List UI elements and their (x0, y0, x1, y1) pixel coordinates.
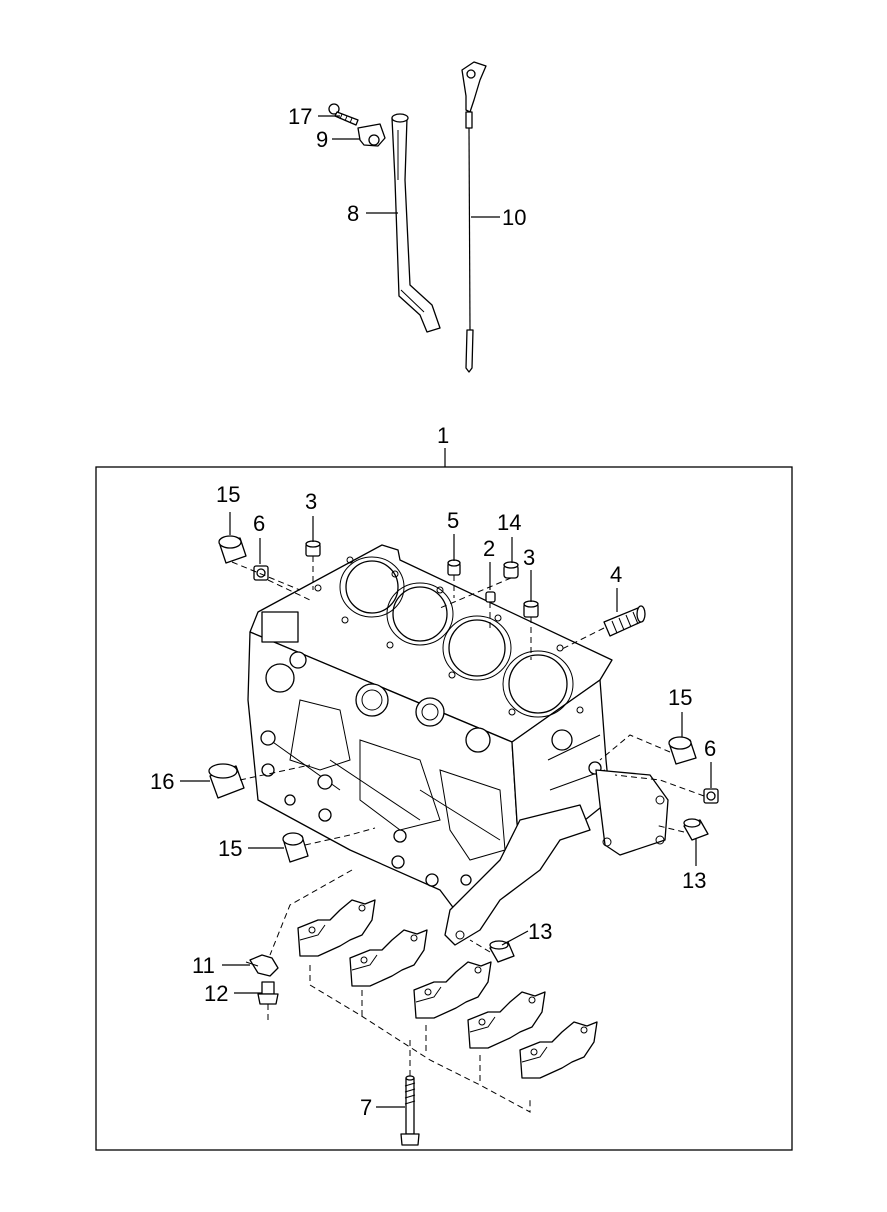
clip-11-part (245, 954, 279, 977)
label-4: 4 (610, 562, 622, 587)
dowel-13-lower-part (489, 940, 515, 963)
bearing-caps-part (297, 899, 598, 1079)
label-12: 12 (204, 981, 228, 1006)
sleeve-4-part (603, 605, 646, 637)
label-3-left: 3 (305, 489, 317, 514)
dowel-3-left-part (305, 540, 321, 557)
label-15-right: 15 (668, 685, 692, 710)
dipstick-10-part (461, 61, 487, 373)
label-17: 17 (288, 104, 312, 129)
plug-15-right-part (668, 736, 697, 765)
plug-14-part (503, 561, 519, 579)
label-5: 5 (447, 508, 459, 533)
parts-group-box (95, 466, 793, 1151)
plug-15-lower-part (282, 832, 309, 863)
label-15-lower: 15 (218, 836, 242, 861)
label-9: 9 (316, 127, 328, 152)
label-2: 2 (483, 536, 495, 561)
plug-6-right-part (703, 788, 719, 804)
plug-16-part (208, 763, 245, 799)
label-13-lower: 13 (528, 919, 552, 944)
pin-2-part (485, 591, 496, 603)
plug-15-upper-part (218, 535, 247, 564)
dowel-13-right-part (683, 818, 709, 841)
dowel-3-right-part (523, 600, 539, 618)
label-7: 7 (360, 1095, 372, 1120)
cylinder-block-1-part (247, 544, 669, 946)
label-8: 8 (347, 201, 359, 226)
label-3-right: 3 (523, 545, 535, 570)
label-6-upper: 6 (253, 511, 265, 536)
label-16: 16 (150, 769, 174, 794)
dowel-5-part (447, 559, 461, 576)
label-15-upper: 15 (216, 482, 240, 507)
plug-6-upper-part (253, 565, 269, 581)
dipstick-tube-8-part (391, 113, 441, 333)
bracket-9-part (357, 123, 386, 147)
bolt-12-part (257, 981, 279, 1005)
label-14: 14 (497, 510, 521, 535)
label-1: 1 (437, 423, 449, 448)
label-10: 10 (502, 205, 526, 230)
bolt-17-part (328, 103, 359, 126)
label-6-right: 6 (704, 736, 716, 761)
label-13-right: 13 (682, 868, 706, 893)
label-11: 11 (192, 953, 215, 978)
bolt-7-part (400, 1075, 420, 1146)
